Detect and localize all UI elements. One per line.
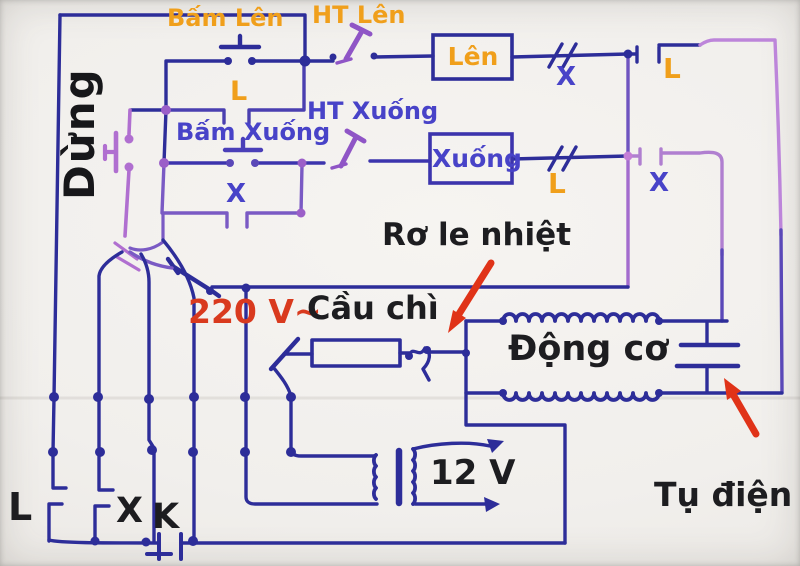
down-coil-box: [428, 132, 514, 185]
press-down-button-symbol: [222, 136, 264, 153]
junction-dots-blue: [48, 49, 663, 547]
fuse-symbol: [310, 338, 402, 368]
press-up-label: Bấm Lên: [167, 4, 284, 32]
stop-label: Dừng: [55, 67, 104, 200]
secondary-output-top-tip: [487, 439, 504, 453]
relay-contact-k-label: K: [152, 497, 180, 537]
down-coil-label: Xuống: [432, 144, 522, 173]
annotation-arrows: [448, 259, 760, 438]
seal-down-contact-label: X: [226, 179, 247, 209]
relay-contact-l-label: L: [8, 485, 33, 529]
capacitor-arrow: [730, 392, 760, 438]
motor-bottom-rail-right: [657, 365, 784, 395]
capacitor-label: Tụ điện: [654, 475, 793, 514]
top-bus-wire: [58, 13, 307, 63]
thermal-relay-arrow: [455, 259, 495, 318]
selector-return-wires: [626, 38, 784, 394]
power-circuit-wires: [47, 238, 784, 561]
j2-j3-wire: [162, 108, 168, 165]
up-coil-box: [431, 33, 514, 81]
junction-dots-purple: [124, 105, 633, 218]
interlock-x-contact-symbol: [510, 42, 630, 69]
phase-down-wire: [244, 286, 379, 506]
wire-merge-cluster: [113, 212, 165, 272]
primary-top-feed-wire: [271, 365, 376, 458]
limit-up-row-wire: [303, 54, 435, 63]
relay-contact-l-lower: [47, 502, 64, 543]
fuse-label: Cầu chì: [307, 289, 439, 327]
motor-top-rail-right: [657, 319, 729, 346]
voltage-label: 220 V~: [188, 292, 322, 331]
select-l-label: L: [663, 52, 681, 85]
transformer-secondary-coil: [411, 447, 417, 506]
relay-contact-k-symbol: [145, 532, 183, 561]
interlock-x-label: X: [556, 62, 577, 92]
secondary-output-top-lead: [411, 441, 492, 451]
relay-contact-x-lower: [93, 504, 111, 543]
limit-up-label: HT Lên: [312, 1, 406, 29]
transformer-primary-coil: [372, 453, 378, 501]
transformer-secondary-label: 12 V: [430, 453, 516, 493]
interlock-l-label: L: [548, 167, 566, 200]
motor-winding-top: [501, 312, 661, 323]
relay-contact-x-upper: [97, 250, 124, 492]
motor-label: Động cơ: [508, 329, 669, 369]
select-l-return-upper: [698, 38, 783, 237]
seal-up-contact-label: L: [230, 76, 248, 107]
mid-branch-wire: [161, 238, 196, 542]
secondary-output-bottom-tip: [484, 497, 500, 512]
motor-winding-bottom: [501, 391, 661, 402]
thermal-relay-arrow-tip: [448, 310, 466, 333]
bottom-bus-left: [47, 538, 159, 545]
motor-common-wire: [464, 319, 567, 545]
limit-down-label: HT Xuống: [307, 97, 439, 125]
press-up-button-symbol: [218, 33, 262, 50]
select-x-label: X: [649, 168, 670, 198]
thermal-relay-label: Rơ le nhiệt: [382, 217, 572, 253]
select-l-return-lower: [779, 228, 784, 394]
transformer-primary-top-lead: [372, 453, 378, 458]
press-down-label: Bấm Xuống: [176, 118, 331, 146]
seal-down-contact-symbol: [160, 161, 304, 229]
select-x-contact-symbol: [626, 147, 724, 257]
k-coil-branch-wire: [139, 252, 156, 543]
stop-to-switch-wire: [128, 250, 174, 270]
capacitor-arrow-tip: [724, 378, 741, 400]
seal-up-contact-symbol: [164, 59, 306, 125]
press-up-row-wire: [164, 59, 307, 112]
stop-button-symbol: [102, 108, 132, 238]
limit-up-switch-symbol: [335, 22, 373, 65]
limit-down-switch-symbol: [330, 128, 367, 170]
relay-contact-x-label: X: [116, 491, 143, 531]
press-down-row-wire: [162, 159, 432, 165]
interlock-l-contact-symbol: [510, 145, 630, 172]
up-coil-label: Lên: [447, 42, 499, 71]
